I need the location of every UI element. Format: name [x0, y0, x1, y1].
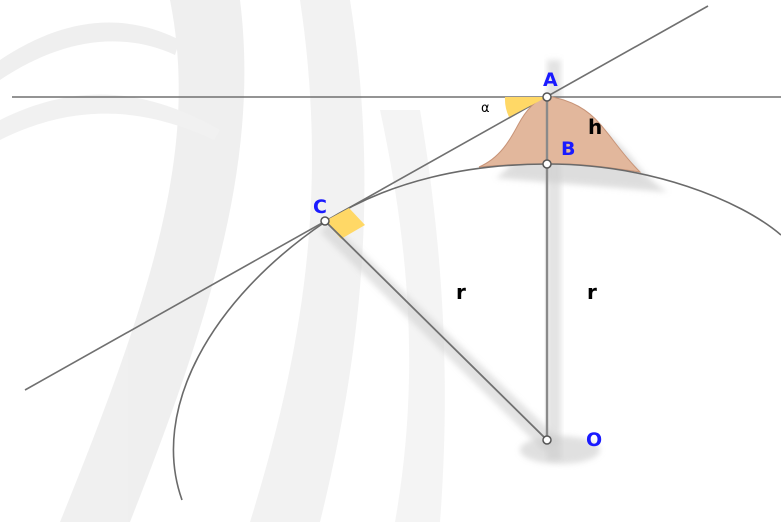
point-c[interactable]: [320, 216, 330, 226]
point-a[interactable]: [542, 92, 552, 102]
label-angle-alpha: α: [481, 101, 490, 116]
label-radius-oc: r: [456, 280, 466, 304]
watermark-background: [0, 0, 445, 522]
label-height-h: h: [588, 115, 602, 139]
label-o: O: [586, 429, 602, 451]
label-a: A: [543, 69, 558, 91]
tangent-line: [24, 5, 709, 391]
point-o[interactable]: [542, 435, 552, 445]
label-c: C: [313, 196, 327, 218]
label-radius-ob: r: [587, 280, 597, 304]
radius-oc: [324, 220, 548, 441]
label-b: B: [561, 138, 575, 160]
mountain-shape: [478, 95, 642, 173]
point-b[interactable]: [542, 159, 552, 169]
earth-arc: [172, 163, 781, 501]
angle-alpha-wedge: [504, 97, 547, 117]
shadow-layer: [320, 60, 668, 464]
